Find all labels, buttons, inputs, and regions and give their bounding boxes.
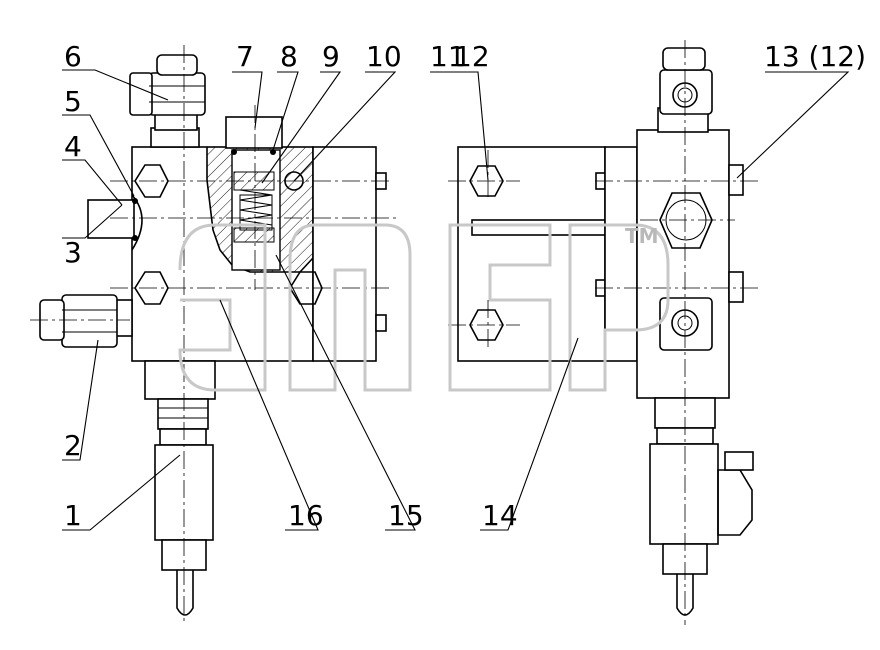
side-plate bbox=[312, 146, 377, 362]
callout-12: 12 bbox=[454, 40, 490, 73]
callout-9: 9 bbox=[322, 40, 340, 73]
callout-11: 11 bbox=[430, 40, 466, 73]
rear-view bbox=[595, 40, 760, 625]
front-view bbox=[30, 45, 400, 625]
side-view bbox=[448, 146, 606, 362]
connector-plug bbox=[717, 469, 753, 536]
watermark-logo: TM bbox=[178, 223, 670, 392]
callout-1: 1 bbox=[64, 499, 82, 532]
callout-numbers: 6 5 4 3 2 1 7 8 9 10 11 12 13 (12) 14 15… bbox=[64, 40, 866, 532]
solenoid-left bbox=[144, 360, 216, 616]
left-port-plug bbox=[87, 194, 143, 251]
callout-3: 3 bbox=[64, 236, 82, 269]
leader-lines bbox=[62, 69, 850, 531]
side-view-body bbox=[457, 146, 606, 362]
callout-5: 5 bbox=[64, 85, 82, 118]
callout-8: 8 bbox=[280, 40, 298, 73]
cutaway-section bbox=[206, 147, 314, 273]
callout-4: 4 bbox=[64, 130, 82, 163]
callout-2: 2 bbox=[64, 429, 82, 462]
rear-valve-body bbox=[636, 129, 730, 399]
side-fitting bbox=[39, 294, 133, 348]
callout-7: 7 bbox=[236, 40, 254, 73]
top-fitting bbox=[129, 54, 206, 148]
callout-16: 16 bbox=[288, 499, 324, 532]
callout-14: 14 bbox=[482, 499, 518, 532]
callout-10: 10 bbox=[366, 40, 402, 73]
top-plug bbox=[225, 116, 283, 149]
callout-13: 13 (12) bbox=[764, 40, 866, 73]
callout-15: 15 bbox=[388, 499, 424, 532]
side-view-slot bbox=[471, 219, 606, 236]
trademark-symbol: TM bbox=[625, 224, 659, 248]
callout-6: 6 bbox=[64, 40, 82, 73]
